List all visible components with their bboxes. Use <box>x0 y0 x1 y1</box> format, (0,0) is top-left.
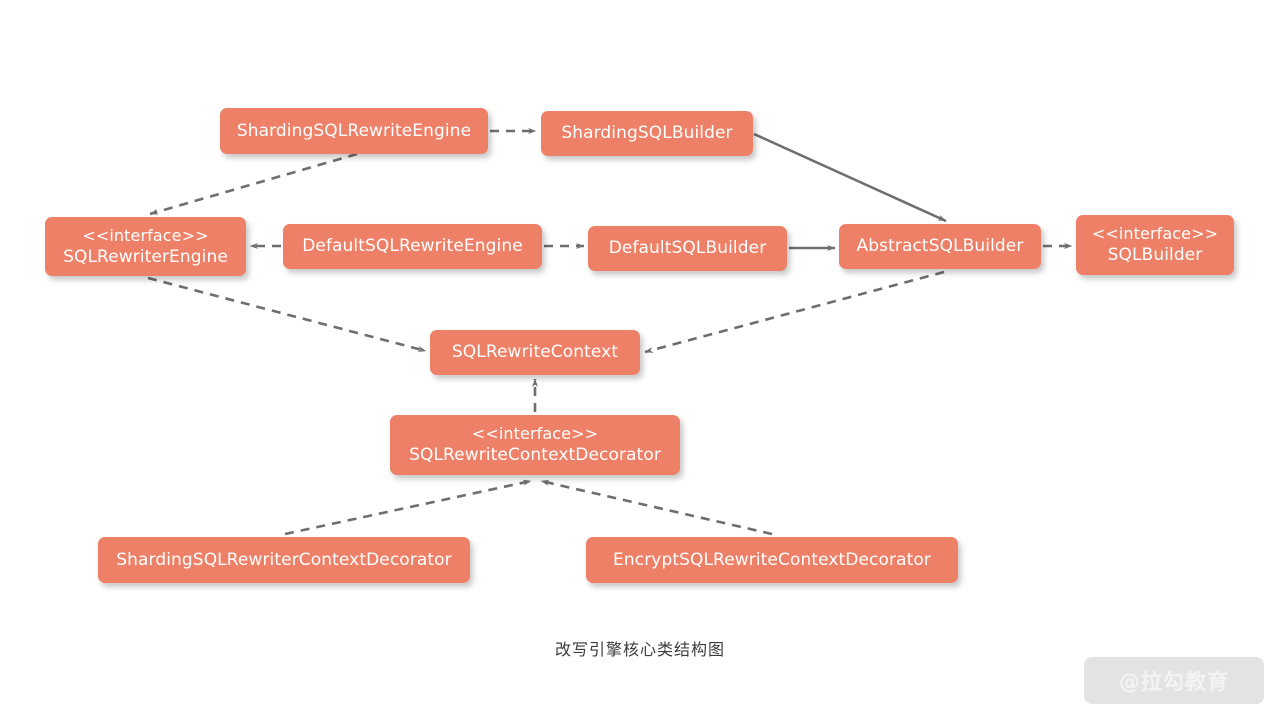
stereotype-label: <<interface>> <box>1091 224 1219 244</box>
class-node-sql-rewrite-context-decorator[interactable]: <<interface>>SQLRewriteContextDecorator <box>390 415 680 475</box>
stereotype-label: <<interface>> <box>82 225 209 245</box>
edge-shardingbuilder-abstractbuilder <box>753 132 947 223</box>
edge-abstractbuilder-rewritecontext <box>644 270 945 354</box>
class-name-label: ShardingSQLRewriteEngine <box>236 120 472 141</box>
class-name-label: DefaultSQLRewriteEngine <box>302 236 523 257</box>
class-name-label: ShardingSQLBuilder <box>561 123 733 144</box>
class-name-label: EncryptSQLRewriteContextDecorator <box>613 549 931 570</box>
class-node-abstract-sql-builder[interactable]: AbstractSQLBuilder <box>839 224 1041 269</box>
class-name-label: SQLBuilder <box>1107 245 1203 266</box>
class-name-label: ShardingSQLRewriterContextDecorator <box>116 549 452 570</box>
edge-shardingengine-rewriterengine <box>149 152 358 216</box>
class-node-encrypt-sql-rewrite-context-decorator[interactable]: EncryptSQLRewriteContextDecorator <box>586 537 958 583</box>
class-node-sharding-sql-builder[interactable]: ShardingSQLBuilder <box>541 111 753 156</box>
class-node-sharding-sql-rewrite-engine[interactable]: ShardingSQLRewriteEngine <box>220 108 488 154</box>
class-name-label: SQLRewriterEngine <box>63 246 228 267</box>
class-node-default-sql-rewrite-engine[interactable]: DefaultSQLRewriteEngine <box>283 224 542 269</box>
class-node-default-sql-builder[interactable]: DefaultSQLBuilder <box>588 226 787 271</box>
diagram-caption: 改写引擎核心类结构图 <box>554 640 725 659</box>
watermark-text: @拉勾教育 <box>1119 669 1229 694</box>
edge-rewriterengine-rewritecontext <box>147 276 427 353</box>
class-node-sql-rewrite-context[interactable]: SQLRewriteContext <box>430 330 640 375</box>
class-node-sql-rewriter-engine[interactable]: <<interface>>SQLRewriterEngine <box>45 217 246 276</box>
class-name-label: DefaultSQLBuilder <box>608 238 767 259</box>
edge-encryptdecorator-decorator <box>540 479 773 536</box>
class-node-sql-builder[interactable]: <<interface>>SQLBuilder <box>1076 215 1234 275</box>
stereotype-label: <<interface>> <box>471 424 599 444</box>
class-node-sharding-sql-rewriter-context-decorator[interactable]: ShardingSQLRewriterContextDecorator <box>98 537 470 583</box>
class-name-label: AbstractSQLBuilder <box>856 236 1024 257</box>
class-name-label: SQLRewriteContextDecorator <box>409 445 661 466</box>
edge-shardingdecorator-decorator <box>284 479 532 536</box>
watermark-badge: @拉勾教育 <box>1084 657 1264 704</box>
class-name-label: SQLRewriteContext <box>451 342 619 363</box>
